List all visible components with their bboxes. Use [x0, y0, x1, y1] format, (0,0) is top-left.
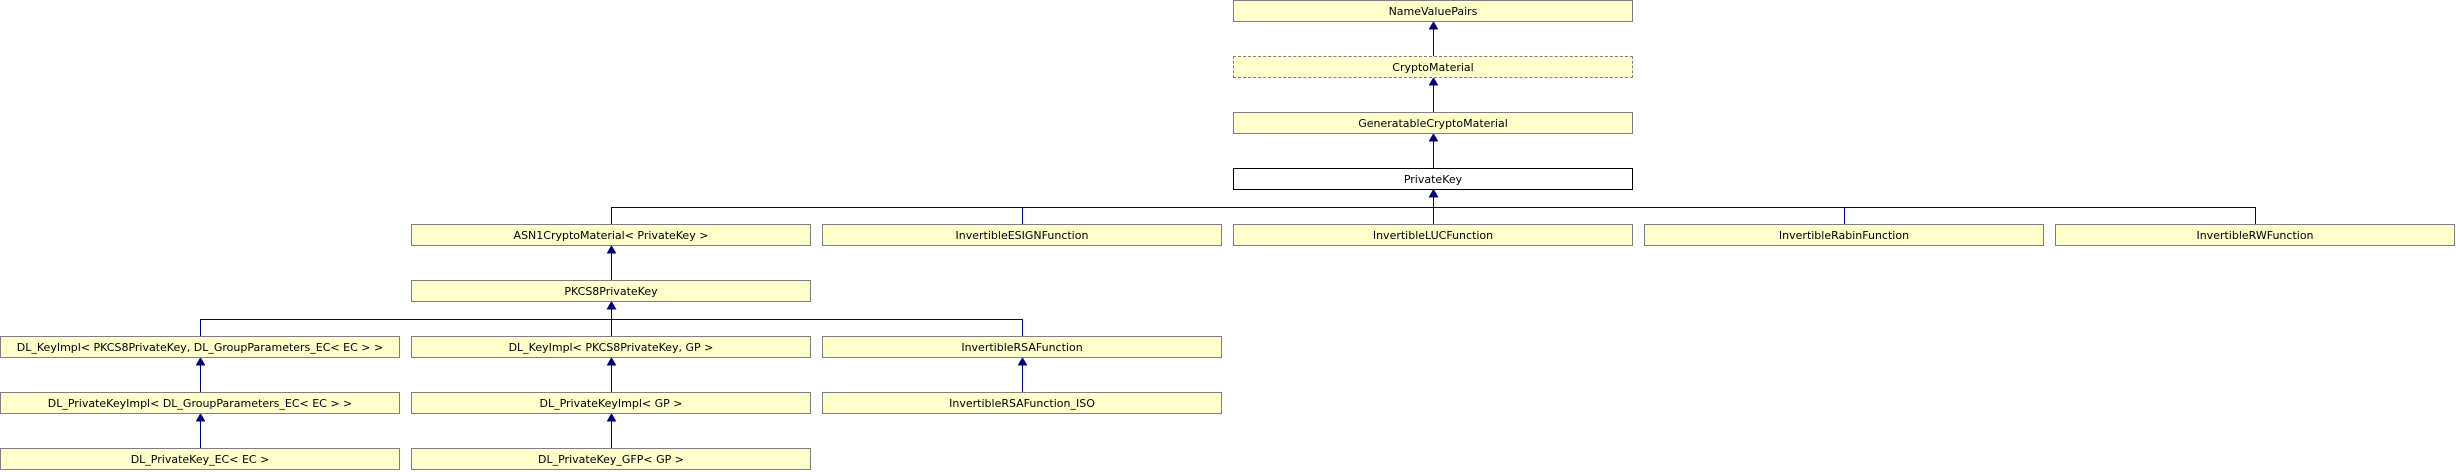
node-invertiblersafunction-iso[interactable]: InvertibleRSAFunction_ISO [822, 392, 1222, 414]
node-dl-privatekeyimpl-gp[interactable]: DL_PrivateKeyImpl< GP > [411, 392, 811, 414]
node-dl-privatekeyimpl-ec[interactable]: DL_PrivateKeyImpl< DL_GroupParameters_EC… [0, 392, 400, 414]
edge-arrowhead [606, 356, 617, 366]
node-dl-keyimpl-gp[interactable]: DL_KeyImpl< PKCS8PrivateKey, GP > [411, 336, 811, 358]
edge-invertibleesignfunction-to-privatekey [1022, 196, 1434, 224]
node-asn1cryptomaterial[interactable]: ASN1CryptoMaterial< PrivateKey > [411, 224, 811, 246]
edge-arrowhead [1428, 188, 1439, 198]
edge-arrowhead [606, 244, 617, 254]
node-invertiblerwfunction[interactable]: InvertibleRWFunction [2055, 224, 2455, 246]
node-invertiblerabinfunction[interactable]: InvertibleRabinFunction [1644, 224, 2044, 246]
edge-arrowhead [195, 356, 206, 366]
node-privatekey: PrivateKey [1233, 168, 1633, 190]
node-dl-privatekey-gfp[interactable]: DL_PrivateKey_GFP< GP > [411, 448, 811, 470]
edge-dl_keyimpl_ec-to-pkcs8privatekey [200, 308, 612, 336]
edge-arrowhead [1428, 76, 1439, 86]
edge-invertiblerabinfunction-to-privatekey [1433, 196, 1845, 224]
node-cryptomaterial[interactable]: CryptoMaterial [1233, 56, 1633, 78]
node-namevaluepairs[interactable]: NameValuePairs [1233, 0, 1633, 22]
node-generatablecryptomaterial[interactable]: GeneratableCryptoMaterial [1233, 112, 1633, 134]
edge-arrowhead [195, 412, 206, 422]
edge-arrowhead [1428, 132, 1439, 142]
node-dl-privatekey-ec[interactable]: DL_PrivateKey_EC< EC > [0, 448, 400, 470]
edge-arrowhead [606, 300, 617, 310]
node-dl-keyimpl-ec[interactable]: DL_KeyImpl< PKCS8PrivateKey, DL_GroupPar… [0, 336, 400, 358]
node-pkcs8privatekey[interactable]: PKCS8PrivateKey [411, 280, 811, 302]
node-invertiblersafunction[interactable]: InvertibleRSAFunction [822, 336, 1222, 358]
edge-arrowhead [606, 412, 617, 422]
edge-invertiblerwfunction-to-privatekey [1433, 196, 2256, 224]
node-invertiblelucfunction[interactable]: InvertibleLUCFunction [1233, 224, 1633, 246]
edge-arrowhead [1017, 356, 1028, 366]
edge-invertiblersafunction-to-pkcs8privatekey [611, 308, 1023, 336]
edge-arrowhead [1428, 20, 1439, 30]
node-invertibleesignfunction[interactable]: InvertibleESIGNFunction [822, 224, 1222, 246]
